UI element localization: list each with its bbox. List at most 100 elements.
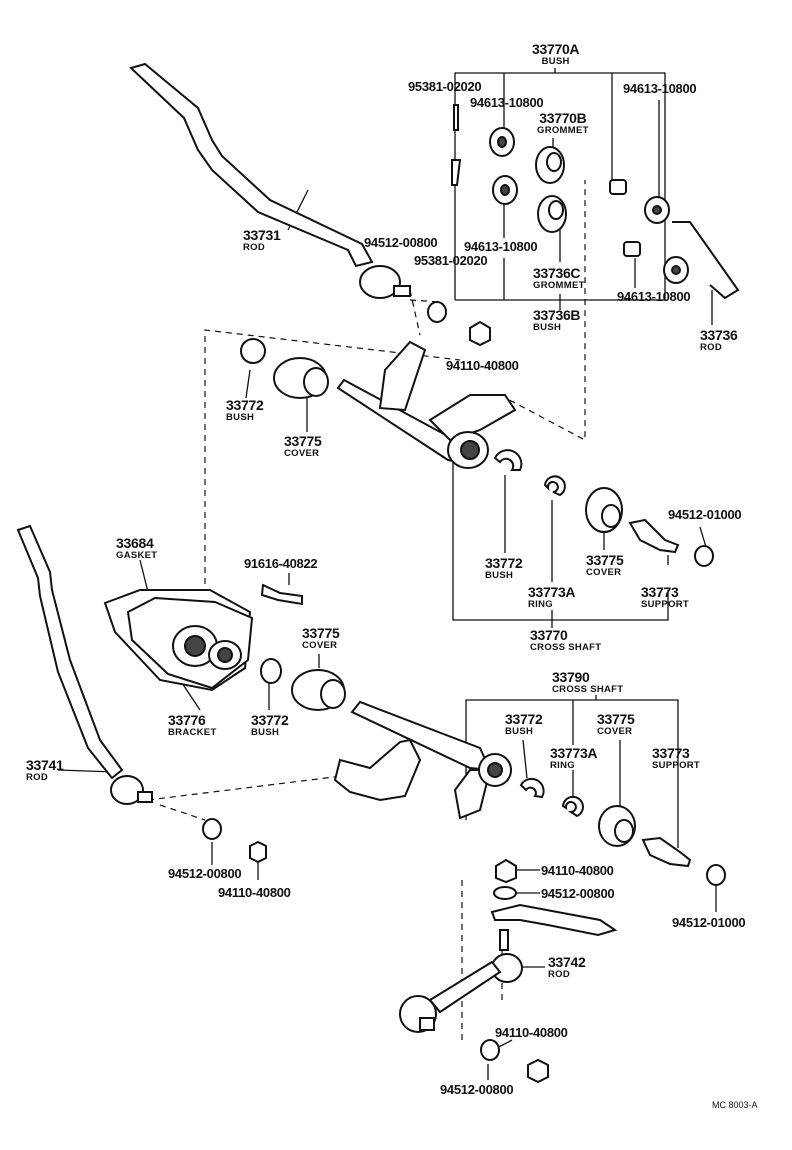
label-94512-e: 94512-01000 (672, 915, 746, 930)
part-number: 33736 (700, 327, 738, 343)
part-name: GROMMET (537, 125, 589, 136)
part-number: 94613-10800 (470, 95, 544, 110)
part-number: 33741 (26, 757, 64, 773)
label-94512-d: 94512-00800 (541, 886, 615, 901)
part-name: BUSH (226, 412, 255, 423)
part-name: BRACKET (168, 727, 217, 738)
part-number: 33772 (251, 712, 289, 728)
label-91616: 91616-40822 (244, 556, 318, 571)
bracket-33776 (103, 583, 303, 692)
part-name: CROSS SHAFT (530, 642, 602, 653)
part-number: 33770A (532, 41, 580, 57)
rod-33741 (16, 524, 267, 864)
label-94110-b: 94110-40800 (541, 864, 614, 877)
part-number: 94110-40800 (446, 358, 519, 373)
part-name: ROD (26, 772, 49, 783)
label-94613-d: 94613-10800 (617, 289, 691, 304)
label-94613-b: 94613-10800 (623, 81, 697, 96)
part-number: 94512-01000 (668, 507, 742, 522)
part-number: 94110-40800 (541, 863, 614, 878)
part-number: 95381-02020 (408, 79, 482, 94)
part-number: 94613-10800 (623, 81, 697, 96)
part-number: 33684 (116, 535, 154, 551)
part-name: BUSH (541, 56, 570, 67)
part-name: COVER (302, 640, 338, 651)
part-number: 94512-00800 (168, 866, 242, 881)
assembly-dashed-lines (147, 180, 586, 1040)
label-94512-c: 94512-00800 (168, 866, 242, 881)
part-number: 33731 (243, 227, 281, 243)
part-name: ROD (700, 342, 723, 353)
part-number: 94512-00800 (440, 1082, 514, 1097)
top-bush-group (427, 104, 740, 347)
part-name: CROSS SHAFT (552, 684, 624, 695)
part-number: 33790 (552, 669, 590, 685)
label-94110-c: 94110-40800 (218, 886, 291, 899)
part-number: 33736C (533, 265, 581, 281)
part-number: 91616-40822 (244, 556, 318, 571)
part-number: 95381-02020 (414, 253, 488, 268)
part-number: 33736B (533, 307, 581, 323)
label-94613-c: 94613-10800 (464, 239, 538, 254)
label-94512-b: 94512-01000 (668, 507, 742, 522)
part-number: 33775 (302, 625, 340, 641)
part-name: COVER (586, 567, 622, 578)
part-name: BUSH (485, 570, 514, 581)
rod-33731 (129, 62, 411, 299)
part-name: SUPPORT (641, 599, 690, 610)
part-number: 94512-01000 (672, 915, 746, 930)
part-number: 33770 (530, 627, 568, 643)
part-name: COVER (284, 448, 320, 459)
part-name: SUPPORT (652, 760, 701, 771)
part-number: 33772 (505, 711, 543, 727)
part-number: 94613-10800 (464, 239, 538, 254)
part-number: 33773A (550, 745, 598, 761)
part-number: 33770B (539, 110, 587, 126)
figure-code: MC 8003-A (712, 1100, 758, 1110)
part-number: 33775 (586, 552, 624, 568)
part-number: 94110-40800 (218, 885, 291, 900)
cross-shaft-33790 (260, 658, 726, 886)
part-name: BUSH (251, 727, 280, 738)
label-94613-a: 94613-10800 (470, 95, 544, 110)
part-number: 33775 (597, 711, 635, 727)
label-94512-a: 94512-00800 (364, 235, 438, 250)
part-number: 94110-40800 (495, 1025, 568, 1040)
label-94110-d: 94110-40800 (495, 1026, 568, 1039)
part-number: 94512-00800 (364, 235, 438, 250)
part-number: 33773 (652, 745, 690, 761)
label-94110-a: 94110-40800 (446, 359, 519, 372)
part-number: 33773 (641, 584, 679, 600)
label-94512-f: 94512-00800 (440, 1082, 514, 1097)
part-number: 33775 (284, 433, 322, 449)
part-number: 33742 (548, 954, 586, 970)
leader-lines (57, 68, 717, 1080)
part-number: 94613-10800 (617, 289, 691, 304)
part-name: GASKET (116, 550, 158, 561)
cross-shaft-33770 (240, 338, 714, 567)
part-name: RING (550, 760, 575, 771)
label-95381-a: 95381-02020 (408, 79, 482, 94)
rod-33742 (399, 858, 618, 1084)
part-number: 94512-00800 (541, 886, 615, 901)
